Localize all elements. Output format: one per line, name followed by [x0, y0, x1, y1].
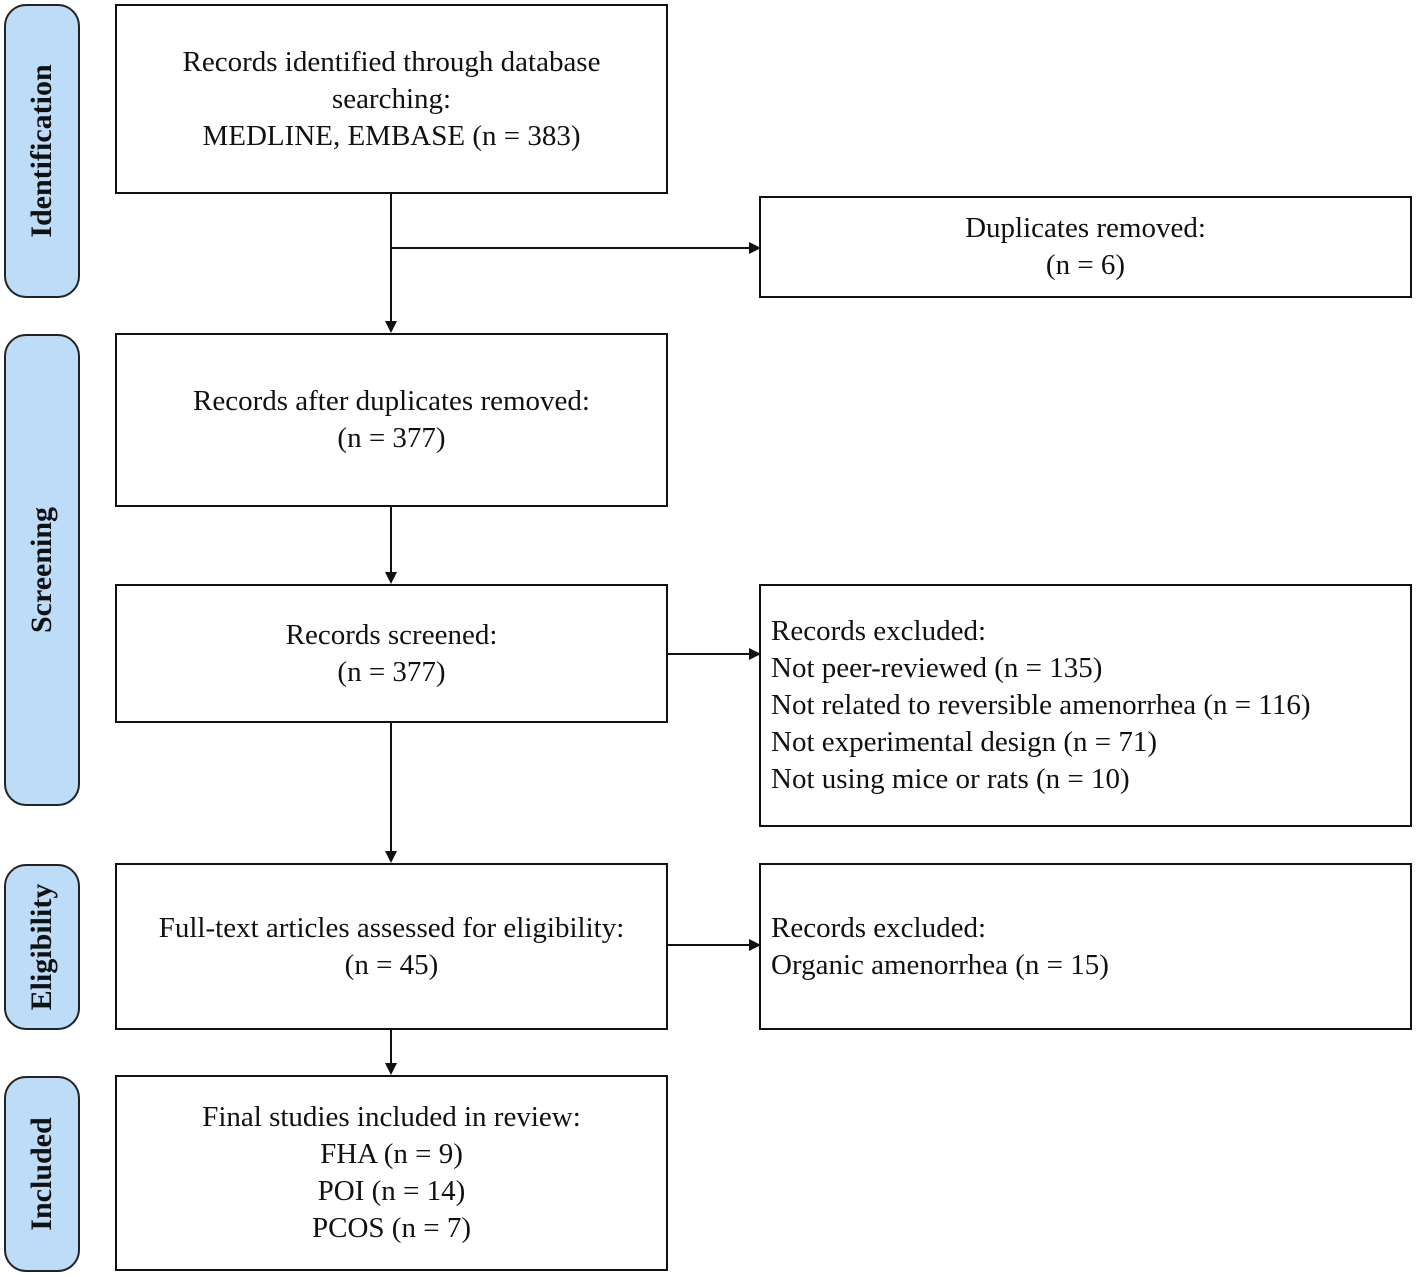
excluded-eligibility-line-2: Organic amenorrhea (n = 15): [771, 948, 1109, 981]
records-identified-line-2: searching:: [331, 82, 452, 115]
records-screened-line-2: (n = 377): [337, 655, 446, 688]
records-after-duplicates-box: Records after duplicates removed: (n = 3…: [115, 333, 668, 507]
included-line-2: FHA (n = 9): [320, 1138, 463, 1170]
after-duplicates-line-1: Records after duplicates removed:: [193, 385, 590, 417]
records-screened-box: Records screened: (n = 377): [115, 584, 668, 723]
fulltext-line-1: Full-text articles assessed for eligibil…: [158, 911, 625, 944]
duplicates-removed-line-1: Duplicates removed:: [965, 212, 1206, 244]
excluded-screening-line-2: Not peer-reviewed (n = 135): [771, 652, 1103, 684]
excluded-eligibility-line-1: Records excluded:: [771, 911, 987, 944]
fulltext-assessed-box: Full-text articles assessed for eligibil…: [115, 863, 668, 1030]
records-identified-line-3: MEDLINE, EMBASE (n = 383): [202, 119, 581, 152]
included-line-3: POI (n = 14): [317, 1175, 466, 1207]
records-identified-box: Records identified through database sear…: [115, 4, 668, 194]
fulltext-line-2: (n = 45): [344, 948, 439, 981]
phase-identification: Identification: [4, 4, 80, 298]
after-duplicates-line-2: (n = 377): [337, 422, 446, 454]
phase-screening: Screening: [4, 334, 80, 806]
records-excluded-screening-box: Records excluded: Not peer-reviewed (n =…: [759, 584, 1412, 827]
records-screened-line-1: Records screened:: [285, 618, 498, 651]
records-identified-line-1: Records identified through database: [182, 45, 601, 78]
duplicates-removed-line-2: (n = 6): [1045, 249, 1126, 281]
phase-eligibility: Eligibility: [4, 864, 80, 1030]
excluded-screening-line-5: Not using mice or rats (n = 10): [771, 763, 1130, 795]
final-included-box: Final studies included in review: FHA (n…: [115, 1075, 668, 1271]
excluded-screening-line-1: Records excluded:: [771, 615, 987, 647]
phase-included-label: Included: [25, 1117, 58, 1231]
included-line-1: Final studies included in review:: [202, 1101, 581, 1133]
phase-eligibility-label: Eligibility: [25, 883, 58, 1011]
records-excluded-eligibility-box: Records excluded: Organic amenorrhea (n …: [759, 863, 1412, 1030]
phase-screening-label: Screening: [25, 506, 58, 634]
excluded-screening-line-4: Not experimental design (n = 71): [771, 726, 1158, 758]
excluded-screening-line-3: Not related to reversible amenorrhea (n …: [771, 689, 1311, 721]
included-line-4: PCOS (n = 7): [312, 1212, 471, 1244]
duplicates-removed-box: Duplicates removed: (n = 6): [759, 196, 1412, 298]
phase-identification-label: Identification: [25, 64, 58, 238]
phase-included: Included: [4, 1076, 80, 1272]
